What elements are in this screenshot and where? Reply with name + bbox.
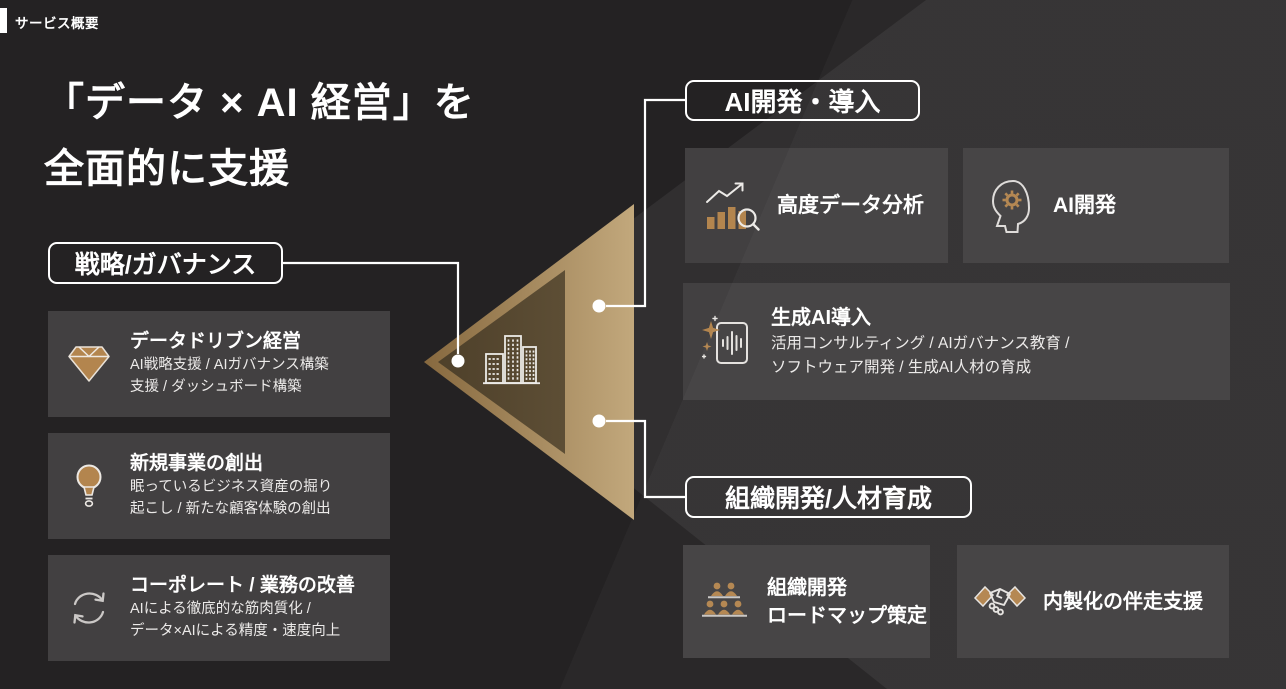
card-corporate-improvement: コーポレート / 業務の改善 AIによる徹底的な筋肉質化 / データ×AIによる… bbox=[48, 555, 390, 661]
card-desc-line2: 起こし / 新たな顧客体験の創出 bbox=[130, 500, 331, 517]
card-title-line2: ロードマップ策定 bbox=[767, 604, 927, 627]
card-new-business: 新規事業の創出 眠っているビジネス資産の掘り 起こし / 新たな顧客体験の創出 bbox=[48, 433, 390, 539]
card-desc-line1: AI戦略支援 / AIガバナンス構築 bbox=[130, 357, 329, 374]
card-desc-line2: 支援 / ダッシュボード構築 bbox=[130, 378, 302, 395]
gem-icon bbox=[48, 344, 130, 384]
section-label-ai-text: AI開発・導入 bbox=[724, 87, 881, 117]
card-org-roadmap: 組織開発 ロードマップ策定 bbox=[683, 545, 930, 658]
bar-chart-magnifier-icon bbox=[699, 181, 765, 231]
card-desc-line2: ソフトウェア開発 / 生成AI人材の育成 bbox=[771, 358, 1032, 376]
card-title: 生成AI導入 bbox=[771, 307, 871, 330]
card-title-line1: 組織開発 bbox=[767, 576, 847, 599]
card-title: コーポレート / 業務の改善 bbox=[130, 575, 355, 597]
card-title: 新規事業の創出 bbox=[130, 453, 264, 475]
page-title-line2: 全面的に支援 bbox=[44, 147, 290, 191]
section-label-org-text: 組織開発/人材育成 bbox=[725, 485, 932, 513]
connector-dot-aidev bbox=[592, 299, 606, 313]
page-title-line1: 「データ × AI 経営」を bbox=[44, 81, 475, 125]
refresh-icon bbox=[48, 587, 130, 629]
head-gear-icon bbox=[979, 178, 1041, 234]
section-label-org-hr: 組織開発/人材育成 bbox=[685, 476, 972, 518]
sparkle-document-icon bbox=[695, 315, 759, 369]
card-data-driven-management: データドリブン経営 AI戦略支援 / AIガバナンス構築 支援 / ダッシュボー… bbox=[48, 311, 390, 417]
card-title: 内製化の伴走支援 bbox=[1043, 590, 1203, 613]
section-label-ai-development: AI開発・導入 bbox=[685, 80, 920, 121]
card-title: データドリブン経営 bbox=[130, 331, 302, 353]
page-title: 「データ × AI 経営」を 全面的に支援 bbox=[44, 70, 475, 202]
connector-dot-strategy bbox=[451, 354, 465, 368]
header-accent-bar bbox=[0, 8, 7, 33]
section-label-strategy-governance: 戦略/ガバナンス bbox=[48, 242, 283, 284]
handshake-icon bbox=[969, 581, 1031, 623]
card-desc-line1: 眠っているビジネス資産の掘り bbox=[130, 479, 333, 496]
card-advanced-data-analytics: 高度データ分析 bbox=[685, 148, 948, 263]
card-desc-line1: 活用コンサルティング / AIガバナンス教育 / bbox=[771, 335, 1070, 353]
lightbulb-icon bbox=[48, 462, 130, 510]
connector-dot-org bbox=[592, 414, 606, 428]
card-desc-line1: AIによる徹底的な筋肉質化 / bbox=[130, 601, 311, 618]
card-generative-ai: 生成AI導入 活用コンサルティング / AIガバナンス教育 / ソフトウェア開発… bbox=[683, 283, 1230, 400]
page-kicker: サービス概要 bbox=[15, 16, 99, 31]
card-insourcing-support: 内製化の伴走支援 bbox=[957, 545, 1229, 658]
card-title: AI開発 bbox=[1053, 193, 1116, 217]
card-desc-line2: データ×AIによる精度・速度向上 bbox=[130, 622, 341, 639]
card-title: 高度データ分析 bbox=[777, 193, 924, 217]
section-label-strategy-text: 戦略/ガバナンス bbox=[74, 251, 257, 279]
card-ai-development: AI開発 bbox=[963, 148, 1229, 263]
people-group-icon bbox=[695, 581, 755, 623]
office-building-icon bbox=[483, 335, 540, 385]
